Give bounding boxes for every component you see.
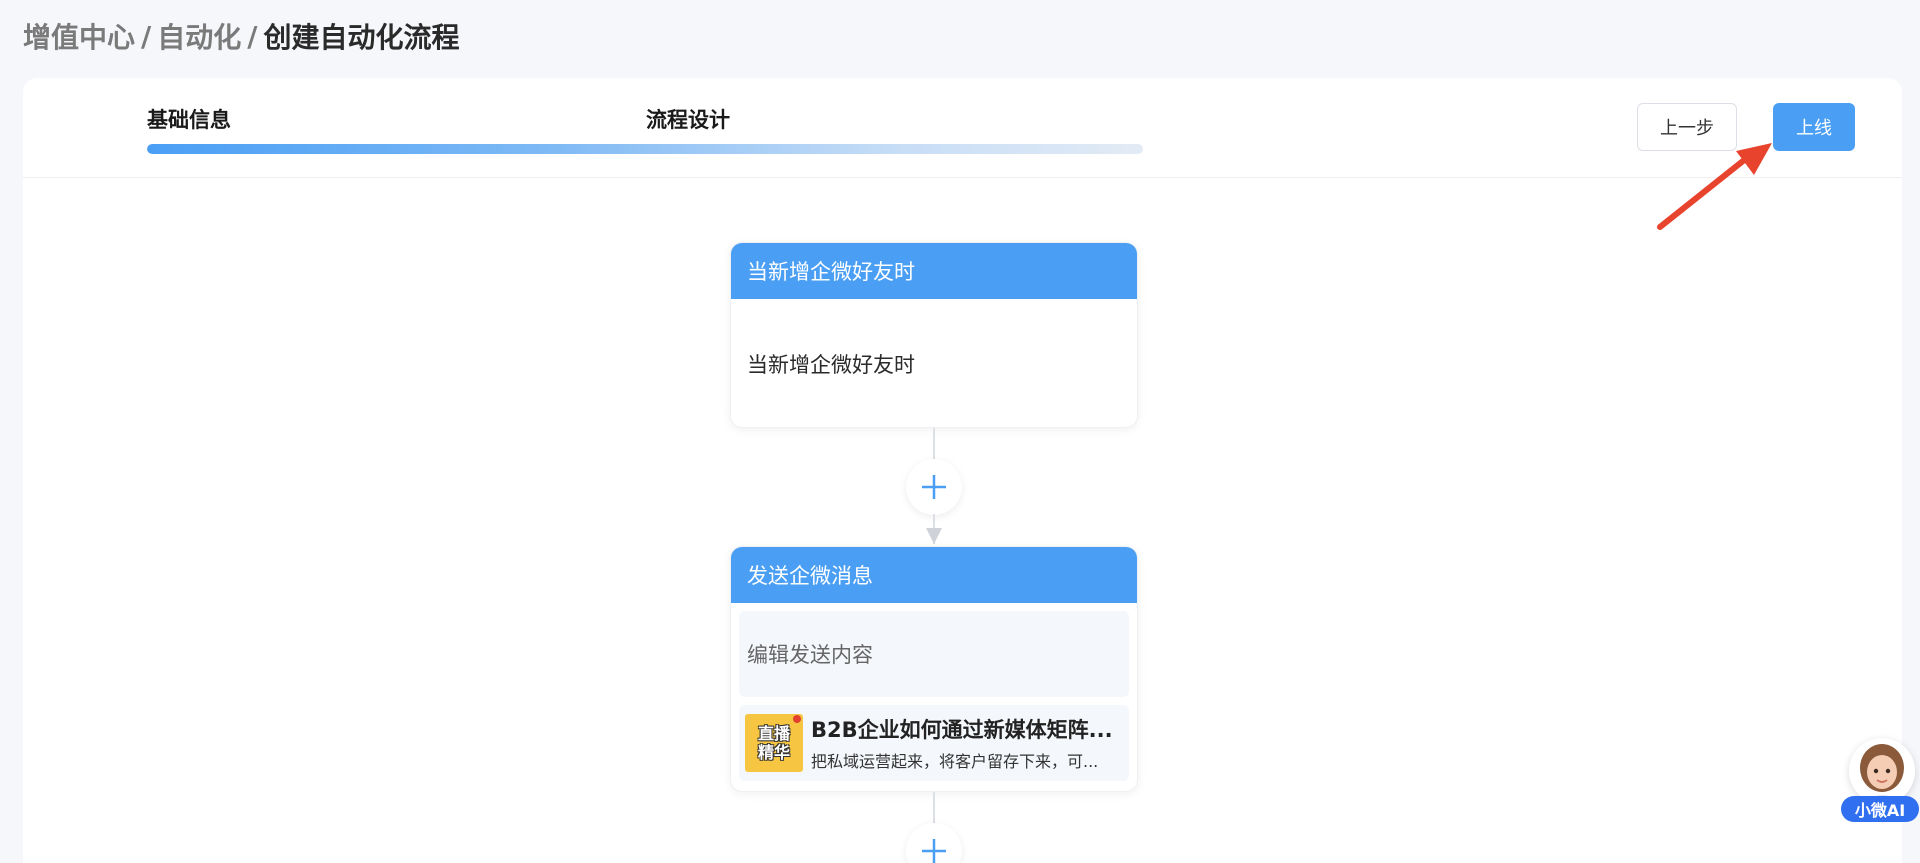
go-online-button[interactable]: 上线: [1773, 103, 1855, 151]
steps-progress-fill: [147, 144, 1143, 154]
plus-icon: [922, 839, 946, 863]
plus-icon: [922, 475, 946, 499]
message-description: 把私域运营起来，将客户留存下来，可...: [811, 752, 1099, 771]
breadcrumb-separator: /: [141, 19, 152, 53]
prev-step-button[interactable]: 上一步: [1637, 103, 1737, 151]
action-node-title: 发送企微消息: [731, 547, 1137, 603]
flow-connector: [933, 792, 935, 826]
steps-bar: 基础信息 流程设计 上一步 上线: [23, 78, 1902, 178]
action-node[interactable]: 发送企微消息 编辑发送内容 直播 精华 B2B企业如何通过新媒体矩阵... 把私…: [730, 546, 1138, 792]
ai-avatar-icon: [1849, 738, 1915, 804]
edit-content-field[interactable]: 编辑发送内容: [739, 611, 1129, 697]
message-card[interactable]: 直播 精华 B2B企业如何通过新媒体矩阵... 把私域运营起来，将客户留存下来，…: [739, 705, 1129, 781]
steps-progress-track: [147, 144, 1143, 154]
breadcrumb: 增值中心 / 自动化 / 创建自动化流程: [23, 16, 460, 56]
thumbnail-text: 精华: [757, 743, 790, 762]
step-basic-info[interactable]: 基础信息: [147, 108, 231, 132]
ai-assistant-widget[interactable]: 小微AI: [1839, 738, 1919, 824]
breadcrumb-separator: /: [247, 19, 258, 53]
message-title: B2B企业如何通过新媒体矩阵...: [811, 718, 1113, 742]
ai-assistant-label: 小微AI: [1841, 796, 1919, 822]
trigger-node-body: 当新增企微好友时: [747, 353, 915, 377]
add-step-button[interactable]: [906, 459, 962, 515]
annotation-arrow-icon: [1657, 143, 1772, 230]
thumbnail-text: 直播: [757, 724, 790, 743]
breadcrumb-item-value-center[interactable]: 增值中心: [23, 21, 136, 54]
breadcrumb-item-automation[interactable]: 自动化: [157, 21, 242, 54]
flow-arrow-down-icon: [926, 528, 942, 544]
flow-connector: [933, 428, 935, 464]
message-thumbnail: 直播 精华: [745, 714, 803, 772]
thumbnail-dot-icon: [793, 715, 801, 723]
step-flow-design[interactable]: 流程设计: [646, 108, 730, 132]
trigger-node-title: 当新增企微好友时: [731, 243, 1137, 299]
trigger-node[interactable]: 当新增企微好友时 当新增企微好友时: [730, 242, 1138, 428]
ai-avatar: [1849, 738, 1915, 804]
breadcrumb-item-current: 创建自动化流程: [263, 21, 460, 54]
add-step-button[interactable]: [906, 823, 962, 863]
